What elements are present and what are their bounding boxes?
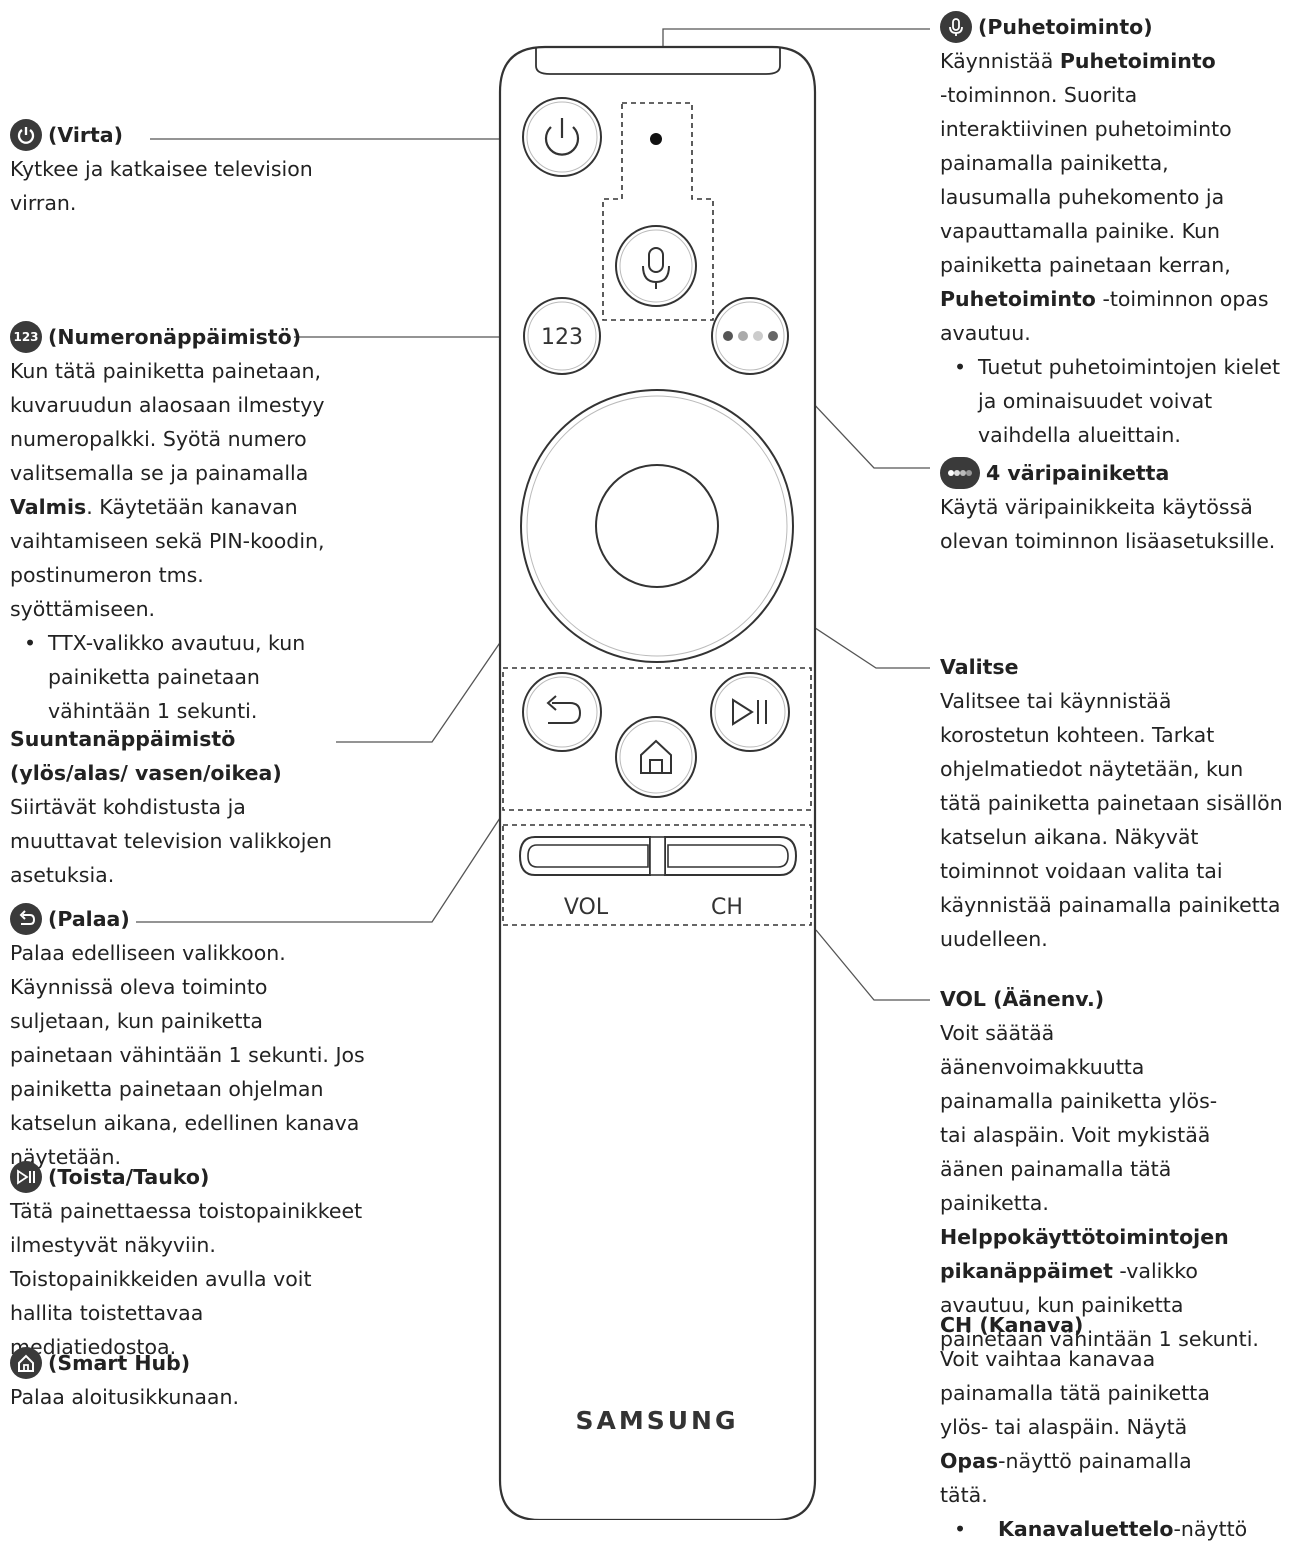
puhe-title: (Puhetoiminto) — [940, 10, 1310, 44]
microphone-button[interactable] — [615, 225, 697, 307]
mic-hole — [650, 133, 662, 145]
mic-area-outline — [602, 102, 714, 321]
virta-title: (Virta) — [10, 118, 340, 152]
home-button[interactable] — [615, 716, 697, 798]
vol-section: VOL (Äänenv.) Voit säätää äänenvoimakkuu… — [940, 982, 1290, 1356]
return-arrow-icon — [10, 903, 42, 935]
numero-section: 123 (Numeronäppäimistö) Kun tätä painike… — [10, 320, 355, 728]
palaa-section: (Palaa) Palaa edelliseen valikkoon. Käyn… — [10, 902, 365, 1174]
vol-title: VOL (Äänenv.) — [940, 987, 1105, 1011]
vol-ch-area-outline — [502, 824, 812, 926]
ch-rocker[interactable] — [664, 836, 798, 876]
suunta-body: Siirtävät kohdistusta ja muuttavat telev… — [10, 795, 332, 887]
vol-rocker[interactable] — [518, 836, 651, 876]
home-icon — [10, 1347, 42, 1379]
vari-section: 4 väripainiketta Käytä väripainikkeita k… — [940, 456, 1280, 558]
palaa-title: (Palaa) — [10, 902, 365, 936]
vari-body: Käytä väripainikkeita käytössä olevan to… — [940, 495, 1276, 553]
vol-body: Voit säätää äänenvoimakkuutta painamalla… — [940, 1021, 1218, 1215]
suunta-section: Suuntanäppäimistö (ylös/alas/ vasen/oike… — [10, 722, 345, 892]
numero-bullet: TTX-valikko avautuu, kun painiketta pain… — [10, 626, 355, 728]
sensor-window — [535, 48, 781, 75]
color-buttons[interactable] — [711, 297, 789, 375]
leader-lines — [136, 28, 930, 1001]
puhe-body: -toiminnon. Suorita interaktiivinen puhe… — [940, 83, 1269, 345]
toista-section: (Toista/Tauko) Tätä painettaessa toistop… — [10, 1160, 365, 1364]
btn-123-label: 123 — [541, 325, 583, 350]
puhe-bullet: Tuetut puhetoimintojen kielet ja ominais… — [940, 350, 1298, 452]
power-icon — [10, 119, 42, 151]
ch-body: Voit vaihtaa kanavaa painamalla tätä pai… — [940, 1347, 1210, 1507]
toista-title: (Toista/Tauko) — [10, 1160, 365, 1194]
vari-title: 4 väripainiketta — [940, 456, 1280, 490]
valitse-title: Valitse — [940, 655, 1019, 679]
color-buttons-icon — [940, 457, 980, 489]
palaa-body: Palaa edelliseen valikkoon. Käynnissä ol… — [10, 941, 365, 1169]
ch-bullet: Kanavaluettelo-näyttö — [940, 1512, 1270, 1546]
numero-body: Kun tätä painiketta painetaan, kuvaruudu… — [10, 359, 325, 621]
virta-body: Kytkee ja katkaisee television virran. — [10, 157, 313, 215]
numero-title: 123 (Numeronäppäimistö) — [10, 320, 355, 354]
power-button[interactable] — [522, 97, 602, 177]
ch-section: CH (Kanava) Voit vaihtaa kanavaa painama… — [940, 1308, 1270, 1546]
toista-body: Tätä painettaessa toistopainikkeet ilmes… — [10, 1199, 363, 1359]
ch-title: CH (Kanava) — [940, 1313, 1084, 1337]
puhe-line1: Käynnistää Puhetoiminto — [940, 49, 1216, 73]
virta-section: (Virta) Kytkee ja katkaisee television v… — [10, 118, 340, 220]
suunta-title: Suuntanäppäimistö (ylös/alas/ vasen/oike… — [10, 727, 282, 785]
puhe-section: (Puhetoiminto) Käynnistää Puhetoiminto -… — [940, 10, 1310, 452]
valitse-body: Valitsee tai käynnistää korostetun kohte… — [940, 689, 1283, 951]
vol-label: VOL — [564, 895, 609, 920]
return-button[interactable] — [522, 672, 602, 752]
microphone-icon — [940, 11, 972, 43]
control-area-outline — [502, 667, 812, 811]
play-pause-icon — [10, 1161, 42, 1193]
numeric-keypad-icon: 123 — [10, 321, 42, 353]
smarthub-body: Palaa aloitusikkunaan. — [10, 1385, 239, 1409]
smarthub-section: (Smart Hub) Palaa aloitusikkunaan. — [10, 1346, 340, 1414]
brand-logo: SAMSUNG — [576, 1406, 739, 1435]
select-button[interactable] — [595, 464, 719, 588]
vol-body-2: Helppokäyttötoimintojen pikanäppäimet -v… — [940, 1225, 1259, 1351]
play-pause-button[interactable] — [710, 672, 790, 752]
numeric-keypad-button[interactable]: 123 — [523, 297, 601, 375]
smarthub-title: (Smart Hub) — [10, 1346, 340, 1380]
ch-label: CH — [711, 895, 743, 920]
valitse-section: Valitse Valitsee tai käynnistää korostet… — [940, 650, 1285, 956]
